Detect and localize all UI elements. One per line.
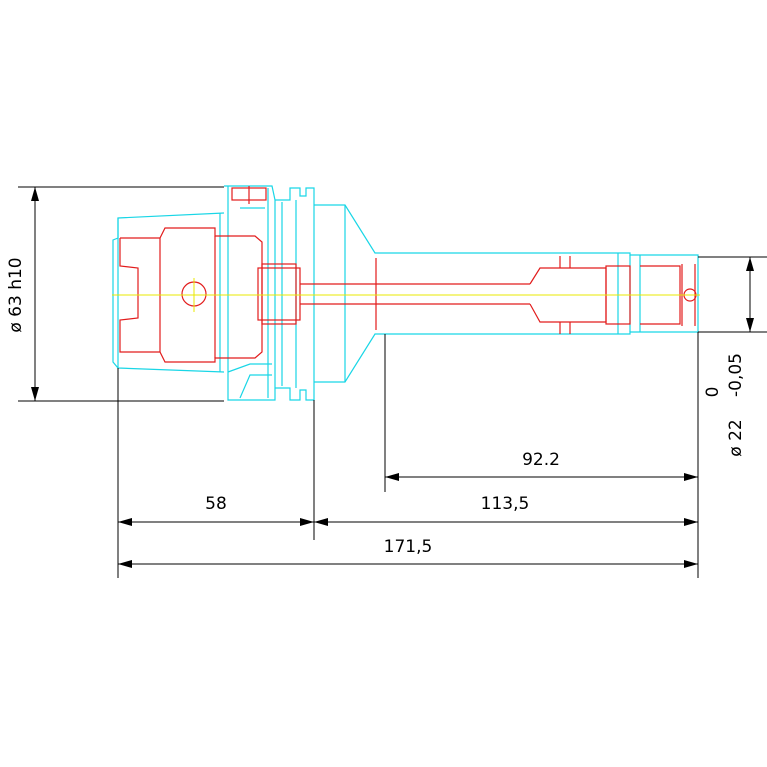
holder-outline (112, 185, 699, 401)
dim-length-113: 113,5 (481, 494, 530, 514)
dim-diameter-tip: ø 22 (726, 419, 746, 456)
clamping-mechanism (119, 186, 697, 363)
dim-length-171: 171,5 (384, 537, 433, 557)
dim-length-92: 92.2 (522, 450, 560, 470)
dim-length-58: 58 (205, 494, 227, 514)
dimensions (18, 186, 767, 578)
dim-diameter-main: ø 63 h10 (6, 257, 26, 332)
dim-tolerance-lower: -0,05 (726, 353, 746, 397)
dim-tolerance-upper: 0 (703, 387, 723, 398)
